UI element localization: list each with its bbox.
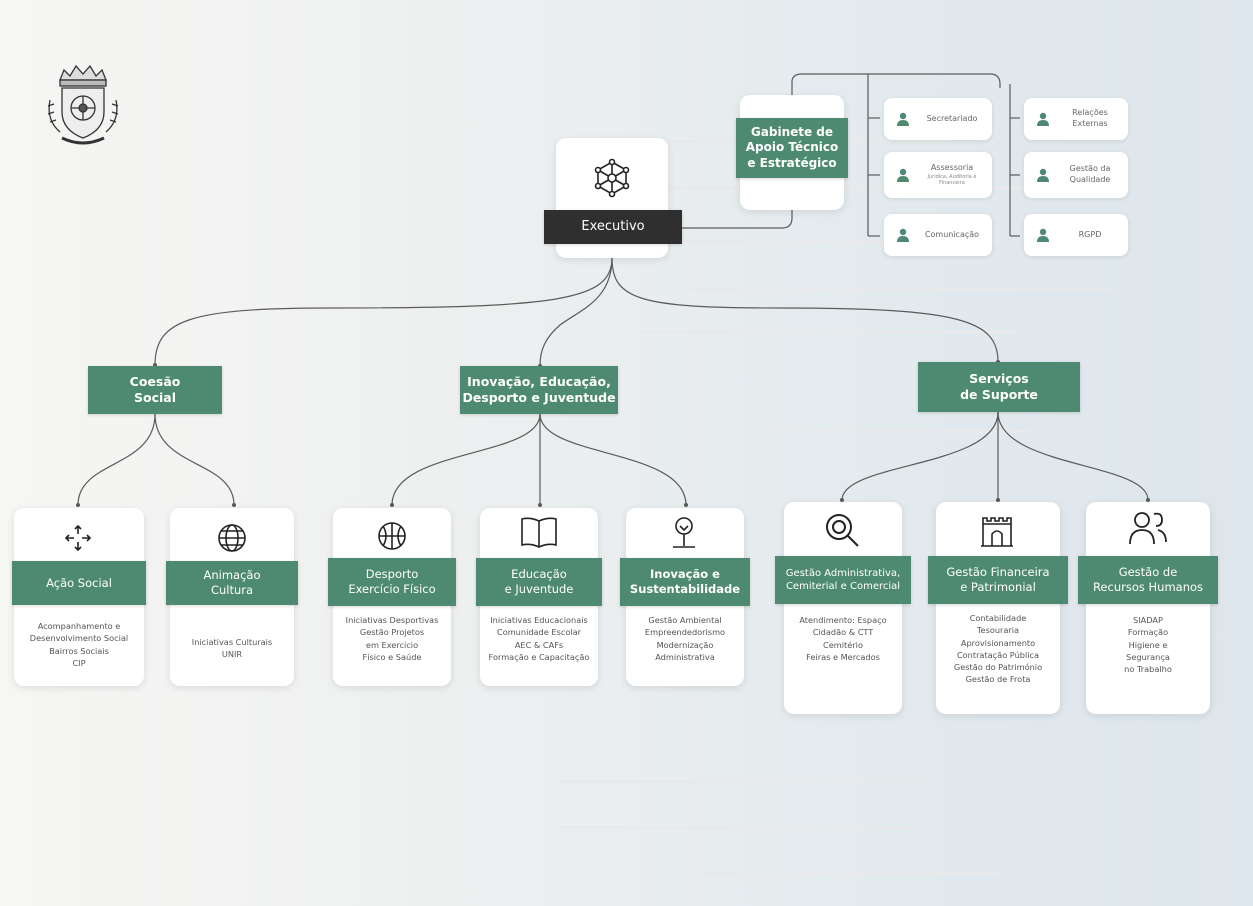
- unit-comunicacao: Comunicação: [884, 214, 992, 256]
- unit-title-gestao-administrativa: Gestão Administrativa, Cemiterial e Come…: [775, 556, 911, 604]
- arrows-expand-icon: [58, 518, 98, 558]
- network-icon: [592, 158, 632, 198]
- unit-items-gestao-financeira: Contabilidade Tesouraria Aprovisionament…: [953, 613, 1043, 685]
- background-text-line: [700, 872, 1000, 875]
- area-servicos-suporte: Serviços de Suporte: [918, 362, 1080, 412]
- magnifier-icon: [820, 508, 864, 552]
- unit-label: RGPD: [1078, 229, 1102, 239]
- unit-title-gestao-financeira: Gestão Financeira e Patrimonial: [928, 556, 1068, 604]
- unit-title-desporto: Desporto Exercício Físico: [328, 558, 456, 606]
- globe-icon: [212, 518, 252, 558]
- unit-label-main: Assessoria: [930, 162, 974, 172]
- unit-items-inovacao: Gestão Ambiental Empreendedorismo Modern…: [644, 615, 726, 662]
- area-inovacao-educacao: Inovação, Educação, Desporto e Juventude: [460, 366, 618, 414]
- unit-items-animacao-cultura: Iniciativas Culturais UNIR: [191, 637, 273, 660]
- background-text-line: [640, 330, 1020, 333]
- person-icon: [890, 227, 916, 243]
- unit-title-educacao: Educação e Juventude: [476, 558, 602, 606]
- unit-label: Gestão da Qualidade: [1069, 164, 1111, 184]
- unit-title-animacao-cultura: Animação Cultura: [166, 561, 298, 605]
- unit-label: Relações Externas: [1072, 108, 1108, 128]
- unit-card-gestao-financeira: [936, 502, 1060, 714]
- person-icon: [1030, 111, 1056, 127]
- area-coesao-social: Coesão Social: [88, 366, 222, 414]
- unit-items-recursos-humanos: SIADAP Formação Higiene e Segurança no T…: [1124, 615, 1172, 675]
- background-text-line: [560, 826, 920, 829]
- unit-relacoes-externas: Relações Externas: [1024, 98, 1128, 140]
- background-text-line: [560, 780, 940, 783]
- person-icon: [890, 111, 916, 127]
- person-icon: [1030, 227, 1056, 243]
- unit-title-inovacao: Inovação e Sustentabilidade: [620, 558, 750, 606]
- person-icon: [890, 167, 916, 183]
- unit-label: Comunicação: [924, 229, 980, 239]
- unit-label-sub: Jurídica, Auditoria e Financeira: [927, 173, 977, 187]
- unit-items-acao-social: Acompanhamento e Desenvolvimento Social …: [29, 621, 129, 668]
- unit-items-desporto: Iniciativas Desportivas Gestão Projetos …: [345, 615, 439, 662]
- executivo-label: Executivo: [544, 210, 682, 244]
- background-text-line: [680, 240, 1000, 243]
- person-icon: [1030, 167, 1056, 183]
- unit-title-recursos-humanos: Gestão de Recursos Humanos: [1078, 556, 1218, 604]
- book-icon: [516, 512, 562, 554]
- background-text-line: [690, 288, 1110, 291]
- unit-rgpd: RGPD: [1024, 214, 1128, 256]
- gabinete-label: Gabinete de Apoio Técnico e Estratégico: [736, 118, 848, 178]
- background-text-line: [770, 430, 1030, 433]
- ball-icon: [372, 516, 412, 556]
- unit-card-recursos-humanos: [1086, 502, 1210, 714]
- municipal-crest-logo: [40, 60, 126, 146]
- unit-label: Secretariado: [926, 113, 978, 123]
- unit-items-educacao: Iniciativas Educacionais Comunidade Esco…: [488, 615, 590, 662]
- tree-icon: [664, 512, 704, 554]
- unit-title-acao-social: Ação Social: [12, 561, 146, 605]
- building-icon: [975, 508, 1019, 552]
- people-icon: [1124, 506, 1172, 550]
- unit-gestao-qualidade: Gestão da Qualidade: [1024, 152, 1128, 198]
- unit-secretariado: Secretariado: [884, 98, 992, 140]
- unit-items-gestao-administrativa: Atendimento: Espaço Cidadão & CTT Cemité…: [799, 615, 887, 662]
